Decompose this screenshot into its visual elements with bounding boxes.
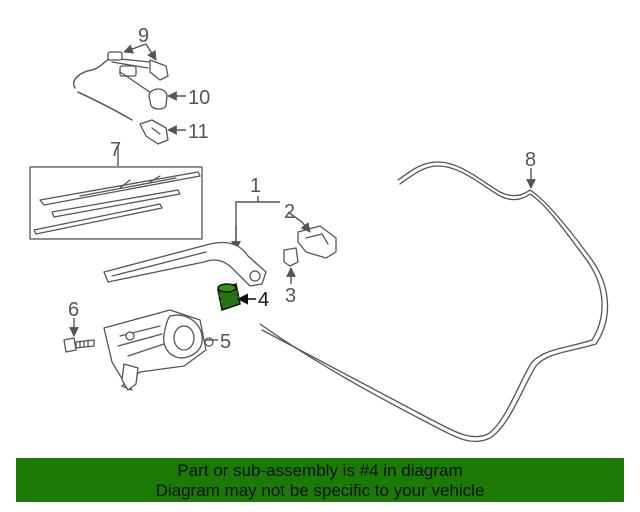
grommet-part-4[interactable] — [217, 283, 241, 311]
cover-part-2[interactable] — [297, 225, 337, 259]
wiper-motor-part-5[interactable] — [103, 309, 214, 391]
callout-6: 6 — [68, 299, 79, 321]
callout-9: 9 — [138, 25, 149, 47]
weatherstrip-part-8[interactable] — [259, 161, 609, 443]
callout-4: 4 — [258, 289, 269, 311]
callout-11: 11 — [188, 121, 209, 143]
connector-part-11[interactable] — [139, 119, 169, 145]
callout-10: 10 — [188, 87, 210, 109]
nozzle-part-10[interactable] — [148, 88, 168, 110]
info-banner: Part or sub-assembly is #4 in diagram Di… — [16, 458, 624, 502]
callout-5: 5 — [220, 331, 231, 353]
parts-diagram: 9 10 11 7 1 2 3 — [29, 25, 609, 443]
washer-hose-part-9[interactable] — [73, 51, 169, 121]
callout-7: 7 — [110, 139, 121, 161]
bolt-part-6[interactable] — [63, 337, 95, 353]
callout-2: 2 — [284, 201, 295, 223]
wiper-arm[interactable] — [103, 241, 267, 287]
banner-line-2: Diagram may not be specific to your vehi… — [155, 481, 485, 500]
cap-part-3[interactable] — [283, 247, 299, 267]
wiper-blade-part-7[interactable] — [29, 166, 203, 240]
callout-1: 1 — [250, 175, 261, 197]
callout-3: 3 — [285, 285, 296, 307]
banner-line-1: Part or sub-assembly is #4 in diagram — [177, 461, 463, 480]
callout-8: 8 — [525, 149, 536, 171]
